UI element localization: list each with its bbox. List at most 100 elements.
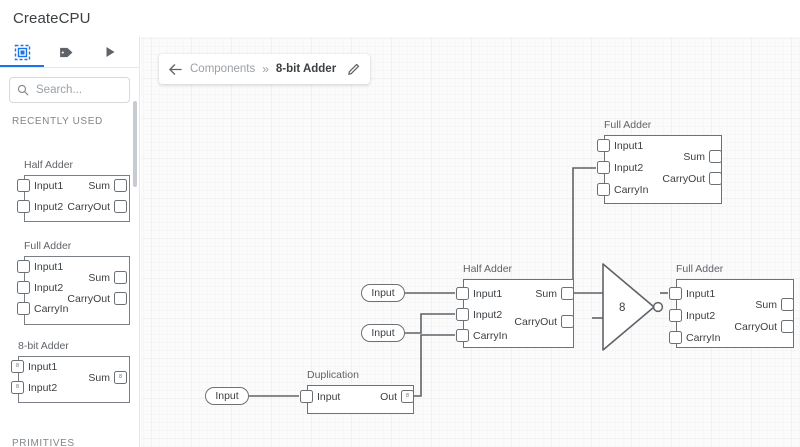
pin-carryout[interactable] (114, 292, 127, 305)
chip-icon (14, 44, 30, 60)
sidebar-tabs (0, 37, 139, 68)
sidebar-component-full-adder[interactable]: Full Adder Input1 Input2 CarryIn Sum Car… (0, 240, 139, 330)
node-label-sum: Sum (535, 288, 557, 300)
pin-input2[interactable] (669, 309, 682, 322)
pin-label-input1: Input1 (28, 361, 58, 373)
pencil-icon[interactable] (347, 63, 360, 76)
pin-input1[interactable] (456, 287, 469, 300)
component-body (24, 175, 130, 222)
pin-sum[interactable] (114, 271, 127, 284)
pin-out[interactable] (401, 390, 414, 403)
pin-label-sum: Sum (88, 272, 110, 284)
node-label-input: Input (317, 391, 341, 403)
pin-input2[interactable] (17, 200, 30, 213)
pin-carryout[interactable] (561, 315, 574, 328)
node-duplication[interactable]: Duplication Input Out (299, 369, 421, 419)
node-title: Duplication (307, 369, 359, 381)
pin-label-input1: Input1 (34, 261, 64, 273)
node-label-sum: Sum (755, 299, 777, 311)
play-icon (106, 47, 115, 57)
node-label-carryout: CarryOut (662, 173, 705, 185)
node-body (463, 279, 574, 348)
bus-buffer-label: 8 (619, 302, 625, 314)
pin-label-carryout: CarryOut (67, 293, 110, 305)
breadcrumb-root[interactable]: Components (190, 63, 256, 75)
schematic-canvas[interactable]: 8 Components » 8-bit Adder Full Adder In… (141, 37, 800, 447)
node-label-carryout: CarryOut (514, 316, 557, 328)
pin-sum[interactable] (114, 179, 127, 192)
component-body (18, 356, 130, 403)
pin-label-input2: Input2 (34, 282, 64, 294)
active-tab-indicator (0, 65, 44, 67)
pin-input1[interactable] (669, 287, 682, 300)
wire-input2 (405, 313, 455, 334)
node-label-input1: Input1 (473, 288, 503, 300)
pin-input2[interactable] (597, 161, 610, 174)
node-title: Full Adder (676, 263, 724, 275)
node-label-carryin: CarryIn (614, 184, 649, 196)
node-label-input2: Input2 (473, 309, 503, 321)
pin-input1[interactable] (597, 139, 610, 152)
section-label-primitives: PRIMITIVES (12, 438, 75, 447)
tab-components[interactable] (0, 37, 44, 68)
wire-dup-out (413, 334, 455, 397)
node-label-input2: Input2 (614, 162, 644, 174)
search-icon (17, 84, 29, 96)
tag-icon (59, 47, 72, 57)
node-label-out: Out (380, 391, 397, 403)
pin-carryin[interactable] (597, 183, 610, 196)
input-pill-3[interactable]: Input (205, 387, 249, 405)
pin-label-input2: Input2 (28, 382, 58, 394)
pin-input1[interactable] (11, 360, 24, 373)
pin-input[interactable] (300, 390, 313, 403)
pin-sum[interactable] (709, 150, 722, 163)
tab-tags[interactable] (44, 37, 88, 68)
search-wrapper: Search... (0, 68, 139, 103)
pin-input2[interactable] (17, 281, 30, 294)
wire-layer: 8 (249, 167, 668, 397)
pin-label-input1: Input1 (34, 180, 64, 192)
sidebar-component-half-adder[interactable]: Half Adder Input1 Input2 Sum CarryOut (0, 159, 139, 227)
node-body (307, 385, 414, 414)
bus-buffer-gate[interactable] (602, 263, 664, 351)
input-pill-1[interactable]: Input (361, 284, 405, 302)
tab-run[interactable] (88, 37, 132, 68)
pin-carryin[interactable] (669, 331, 682, 344)
node-full-adder-right[interactable]: Full Adder Input1 Input2 CarryIn Sum Car… (668, 263, 800, 363)
node-half-adder[interactable]: Half Adder Input1 Input2 CarryIn Sum Car… (455, 263, 580, 363)
pin-carryin[interactable] (456, 329, 469, 342)
node-label-input1: Input1 (686, 288, 716, 300)
node-label-carryin: CarryIn (473, 330, 508, 342)
pin-input1[interactable] (17, 260, 30, 273)
sidebar-component-8bit-adder[interactable]: 8-bit Adder Input1 Input2 Sum (0, 340, 139, 410)
pin-carryout[interactable] (709, 172, 722, 185)
pin-input2[interactable] (11, 381, 24, 394)
pin-sum[interactable] (114, 371, 127, 384)
sidebar-scrollbar[interactable] (133, 101, 137, 187)
component-title: Full Adder (24, 240, 72, 252)
node-label-input2: Input2 (686, 310, 716, 322)
arrow-left-icon[interactable] (168, 63, 183, 76)
node-title: Full Adder (604, 119, 652, 131)
pin-carryout[interactable] (781, 320, 794, 333)
section-label-recently-used: RECENTLY USED (12, 116, 103, 127)
search-input[interactable]: Search... (9, 77, 130, 103)
pin-input1[interactable] (17, 179, 30, 192)
component-title: Half Adder (24, 159, 74, 171)
node-label-input1: Input1 (614, 140, 644, 152)
pin-carryout[interactable] (114, 200, 127, 213)
pin-input2[interactable] (456, 308, 469, 321)
pin-carryin[interactable] (17, 302, 30, 315)
pin-sum[interactable] (781, 298, 794, 311)
sidebar: Search... RECENTLY USED Half Adder Input… (0, 37, 140, 447)
title-bar: CreateCPU (0, 0, 800, 37)
pin-label-sum: Sum (88, 180, 110, 192)
input-pill-2[interactable]: Input (361, 324, 405, 342)
breadcrumb: Components » 8-bit Adder (159, 54, 371, 84)
breadcrumb-separator: » (262, 62, 269, 76)
search-placeholder: Search... (36, 84, 83, 96)
node-full-adder-top[interactable]: Full Adder Input1 Input2 CarryIn Sum Car… (596, 119, 731, 219)
pin-label-input2: Input2 (34, 201, 64, 213)
pin-sum[interactable] (561, 287, 574, 300)
